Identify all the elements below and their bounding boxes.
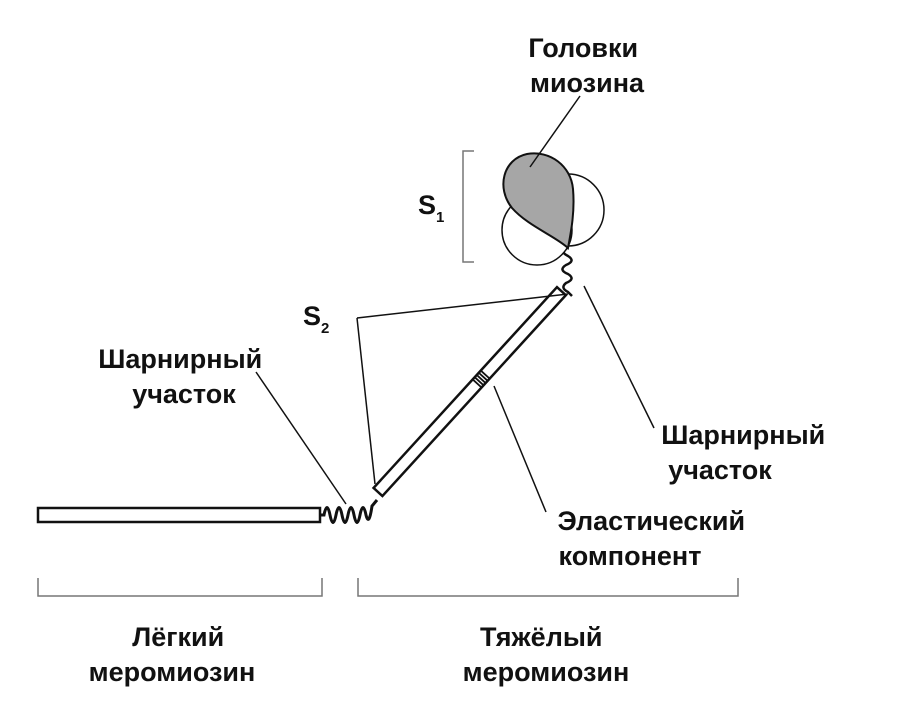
- myosin-heads: [501, 152, 605, 266]
- light-meromyosin-rod: [36, 506, 322, 524]
- elastic-component-label: Эластический компонент: [557, 506, 752, 571]
- heavy-meromyosin-label: Тяжёлый меромиозин: [463, 622, 630, 687]
- s2-rod: [371, 285, 568, 498]
- light-meromyosin-bracket: [37, 578, 323, 597]
- right-hinge-coil: [561, 246, 573, 297]
- heavy-meromyosin-bracket: [357, 578, 739, 597]
- s2-label: S2: [303, 301, 329, 337]
- elastic-component-leader: [493, 385, 547, 513]
- myosin-heads-leader: [529, 95, 581, 168]
- left-hinge-coil: [320, 499, 379, 524]
- myosin-head-teardrop: [502, 152, 575, 250]
- left-hinge-leader: [255, 371, 347, 505]
- hinge-left-label: Шарнирный участок: [98, 344, 270, 409]
- right-hinge-leader: [583, 285, 655, 429]
- elastic-component-stripes: [472, 369, 491, 389]
- myosin-heads-label: Головки миозина: [528, 33, 645, 98]
- s1-label: S1: [418, 190, 444, 226]
- s2-leaders: [356, 293, 569, 485]
- hinge-right-label: Шарнирный участок: [661, 420, 833, 485]
- light-meromyosin-label: Лёгкий меромиозин: [89, 622, 256, 687]
- s1-bracket: [462, 150, 474, 263]
